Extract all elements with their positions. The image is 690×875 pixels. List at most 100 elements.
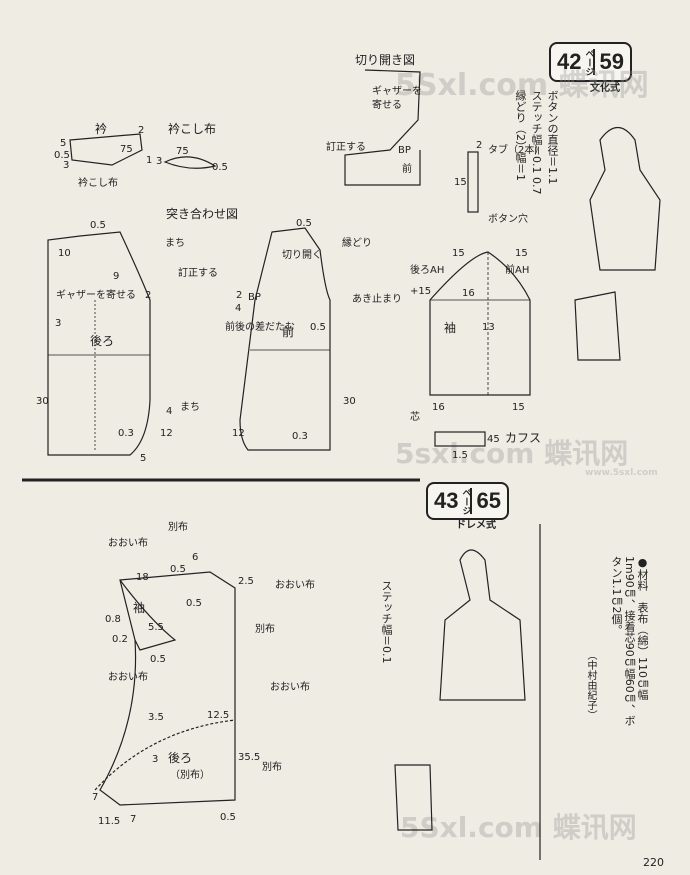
svg-text:30: 30 xyxy=(343,396,356,407)
svg-text:BP: BP xyxy=(248,292,261,303)
svg-text:3: 3 xyxy=(63,160,69,171)
page-mark: ページ xyxy=(584,48,595,76)
labels-43: おおい布 別布 袖 おおい布 後ろ （別布） おおい布 別布 おおい布 別布 1… xyxy=(92,521,315,827)
page-number-ref: 65 xyxy=(470,488,506,514)
page-mark: ページ xyxy=(461,487,472,515)
style-42: 文化式 xyxy=(590,83,620,94)
author-43: （中村由紀子） xyxy=(585,650,596,720)
materials-43: ●材料 表布（綿）110㎝幅1m90㎝、接着芯90㎝幅60㎝、ボタン1.1㎝2個… xyxy=(610,556,649,726)
svg-text:0.5: 0.5 xyxy=(212,162,228,173)
svg-text:0.2: 0.2 xyxy=(112,634,128,645)
svg-text:0.5: 0.5 xyxy=(186,598,202,609)
svg-text:10: 10 xyxy=(58,248,71,259)
svg-text:前: 前 xyxy=(402,162,412,175)
svg-text:3: 3 xyxy=(55,318,61,329)
svg-text:2: 2 xyxy=(138,125,144,136)
svg-text:0.5: 0.5 xyxy=(90,220,106,231)
svg-text:縁どり: 縁どり xyxy=(342,236,372,249)
svg-text:0.3: 0.3 xyxy=(118,428,134,439)
back-label: 後ろ xyxy=(90,334,114,348)
svg-text:別布: 別布 xyxy=(255,623,275,635)
svg-text:3.5: 3.5 xyxy=(148,712,164,723)
back-view-43 xyxy=(394,764,433,831)
pattern-42-badge: 42 ページ 59 xyxy=(549,42,632,82)
svg-text:18: 18 xyxy=(136,572,149,583)
style-43: ドレメ式 xyxy=(456,520,496,531)
svg-text:15: 15 xyxy=(454,177,467,188)
svg-text:切り開く: 切り開く xyxy=(282,249,322,261)
stitch-43: ステッチ幅＝0.1 xyxy=(380,580,393,664)
svg-text:1: 1 xyxy=(146,155,152,166)
svg-text:0.8: 0.8 xyxy=(105,614,121,625)
svg-text:別布: 別布 xyxy=(168,521,188,533)
materials-42-line1: ボタンの直径＝1.1 xyxy=(546,90,559,185)
svg-text:6: 6 xyxy=(192,552,198,563)
svg-text:13: 13 xyxy=(482,322,495,333)
svg-text:BP: BP xyxy=(398,145,411,156)
pattern-43-curve xyxy=(94,719,236,791)
materials-42-line2: ステッチ幅＝0.1 0.7 xyxy=(530,90,543,195)
cuff-label: カフス xyxy=(505,431,541,445)
svg-text:15: 15 xyxy=(452,248,465,259)
svg-text:前AH: 前AH xyxy=(505,263,529,276)
svg-text:0.5: 0.5 xyxy=(170,564,186,575)
svg-text:75: 75 xyxy=(176,146,189,157)
materials-42-line3: 縁どり（2）幅＝1 xyxy=(514,90,527,181)
sleeve-label: 袖 xyxy=(444,320,456,335)
collar-stand-title: 衿こし布 xyxy=(168,121,216,136)
svg-text:0.5: 0.5 xyxy=(54,150,70,161)
match-title: 突き合わせ図 xyxy=(166,206,238,221)
svg-text:12: 12 xyxy=(232,428,245,439)
watermark: 5Sxl.com 蝶讯网 xyxy=(400,811,637,844)
labels-42: 衿 衿こし布 5 2 0.5 75 3 1 衿こし布 75 3 0.5 突き合わ… xyxy=(36,53,544,464)
svg-text:7: 7 xyxy=(92,792,98,803)
svg-text:寄せる: 寄せる xyxy=(372,98,402,111)
issue-number: 43 xyxy=(434,488,459,513)
svg-text:75: 75 xyxy=(120,144,133,155)
svg-text:0.5: 0.5 xyxy=(296,218,312,229)
svg-text:後ろAH: 後ろAH xyxy=(410,263,444,276)
svg-text:（別布）: （別布） xyxy=(170,769,210,781)
svg-text:15: 15 xyxy=(512,402,525,413)
watermark-url: www.5sxl.com xyxy=(585,468,658,478)
svg-text:ボタン穴: ボタン穴 xyxy=(488,212,528,225)
front-bodice-outline xyxy=(239,227,331,451)
slash-view-outline xyxy=(344,69,421,186)
svg-text:おおい布: おおい布 xyxy=(108,537,148,549)
svg-text:11.5: 11.5 xyxy=(98,816,120,827)
page-number-ref: 59 xyxy=(593,49,629,75)
page-number: 220 xyxy=(643,856,664,869)
back-bodice-outline xyxy=(47,231,151,456)
sleeve-outline xyxy=(429,251,531,396)
svg-text:袖: 袖 xyxy=(133,600,145,615)
svg-text:訂正する: 訂正する xyxy=(326,140,366,153)
svg-text:2: 2 xyxy=(145,290,151,301)
back-gusset: まち xyxy=(180,401,200,413)
svg-text:あき止まり: あき止まり xyxy=(352,293,402,305)
svg-text:0.5: 0.5 xyxy=(150,654,166,665)
tab-piece xyxy=(467,151,479,213)
svg-text:0.5: 0.5 xyxy=(220,812,236,823)
svg-text:2: 2 xyxy=(476,140,482,151)
svg-text:まち: まち xyxy=(165,237,185,249)
pattern-43-badge: 43 ページ 65 xyxy=(426,482,509,520)
svg-text:前後の差だたむ: 前後の差だたむ xyxy=(225,320,295,333)
svg-text:別布: 別布 xyxy=(262,761,282,773)
svg-text:5.5: 5.5 xyxy=(148,622,164,633)
svg-text:9: 9 xyxy=(113,271,119,282)
back-gather: ギャザーを寄せる xyxy=(56,288,136,301)
tab-title: タブ（2本） xyxy=(488,143,544,156)
pattern-43-back-outline xyxy=(99,571,236,806)
back-view-42 xyxy=(574,291,621,361)
model-42-figure xyxy=(589,126,661,271)
svg-text:おおい布: おおい布 xyxy=(108,671,148,683)
svg-text:45: 45 xyxy=(487,434,500,445)
issue-number: 42 xyxy=(557,49,582,74)
slash-title: 切り開き図 xyxy=(355,53,415,67)
cuff-piece xyxy=(434,431,486,447)
svg-text:4: 4 xyxy=(166,406,172,417)
svg-text:5: 5 xyxy=(140,453,146,464)
svg-text:5: 5 xyxy=(60,138,66,149)
pattern-43-sleeve xyxy=(119,579,177,651)
